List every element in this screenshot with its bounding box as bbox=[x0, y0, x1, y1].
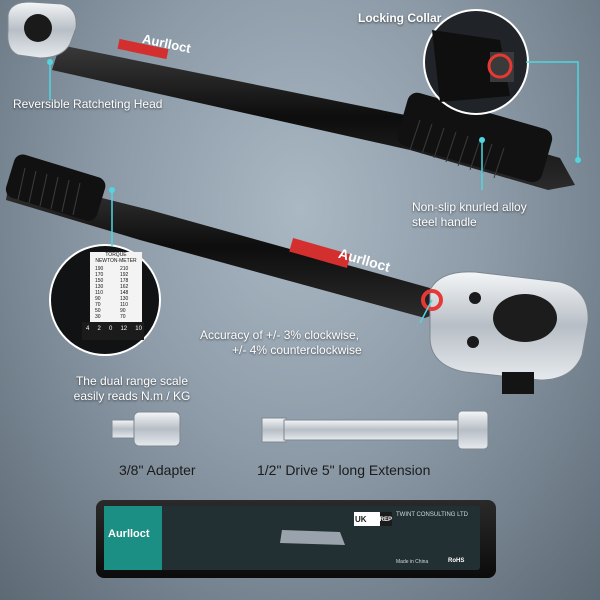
scale-dial: 4 2 0 12 10 bbox=[86, 326, 142, 332]
scale-value: 130 bbox=[95, 284, 104, 290]
scale-label: The dual range scale easily reads N.m / … bbox=[73, 374, 191, 403]
scale-header: TORQUE bbox=[105, 252, 127, 258]
scale-value: 0 bbox=[108, 326, 113, 332]
scale-value: 178 bbox=[120, 278, 129, 284]
case-footer: Made in China bbox=[396, 559, 429, 565]
extension-bar bbox=[261, 410, 489, 450]
scale-value: 148 bbox=[120, 290, 129, 296]
scale-value: 30 bbox=[95, 314, 101, 320]
case-brand: Aurlloct bbox=[108, 528, 150, 540]
scale-value: 192 bbox=[120, 272, 129, 278]
scale-value: 150 bbox=[95, 278, 104, 284]
scale-value: 90 bbox=[95, 296, 101, 302]
scale-zoom bbox=[49, 187, 161, 356]
scale-value: 170 bbox=[95, 272, 104, 278]
scale-value: 70 bbox=[120, 314, 126, 320]
adapter-label: 3/8" Adapter bbox=[119, 462, 196, 478]
locking-collar-label: Locking Collar bbox=[358, 11, 442, 25]
badge-uk: UK bbox=[355, 515, 367, 524]
accuracy-leader bbox=[419, 299, 433, 324]
accuracy-label: Accuracy of +/- 3% clockwise, +/- 4% cou… bbox=[200, 328, 362, 357]
scale-value: 162 bbox=[120, 284, 129, 290]
knurled-grip bbox=[409, 119, 505, 179]
scale-value: 12 bbox=[120, 326, 128, 332]
case-company: TWINT CONSULTING LTD bbox=[396, 512, 468, 518]
rohs-mark: RoHS bbox=[448, 558, 465, 564]
scale-value: 190 bbox=[95, 266, 104, 272]
scale-value: 2 bbox=[97, 326, 101, 332]
scale-value: 90 bbox=[120, 308, 126, 314]
reversible-head-label: Reversible Ratcheting Head bbox=[13, 97, 163, 111]
scale-value: 210 bbox=[120, 266, 129, 272]
scale-value: 130 bbox=[120, 296, 129, 302]
adapter bbox=[111, 411, 181, 447]
scale-value: 110 bbox=[120, 302, 128, 308]
scale-value: 50 bbox=[95, 308, 101, 314]
storage-case bbox=[96, 500, 496, 578]
extension-label: 1/2" Drive 5" long Extension bbox=[257, 462, 431, 478]
scale-value: 10 bbox=[135, 326, 142, 332]
locking-collar-zoom bbox=[423, 9, 581, 163]
lower-wrench bbox=[5, 154, 589, 394]
scale-value: 70 bbox=[95, 302, 101, 308]
badge-rep: REP bbox=[379, 517, 392, 523]
scale-value: 110 bbox=[95, 290, 103, 296]
handle-label: Non-slip knurled alloy steel handle bbox=[412, 200, 527, 229]
upper-wrench bbox=[7, 1, 575, 190]
scale-value: 4 bbox=[86, 326, 90, 332]
scale-units: NEWTON·METER bbox=[95, 258, 137, 264]
